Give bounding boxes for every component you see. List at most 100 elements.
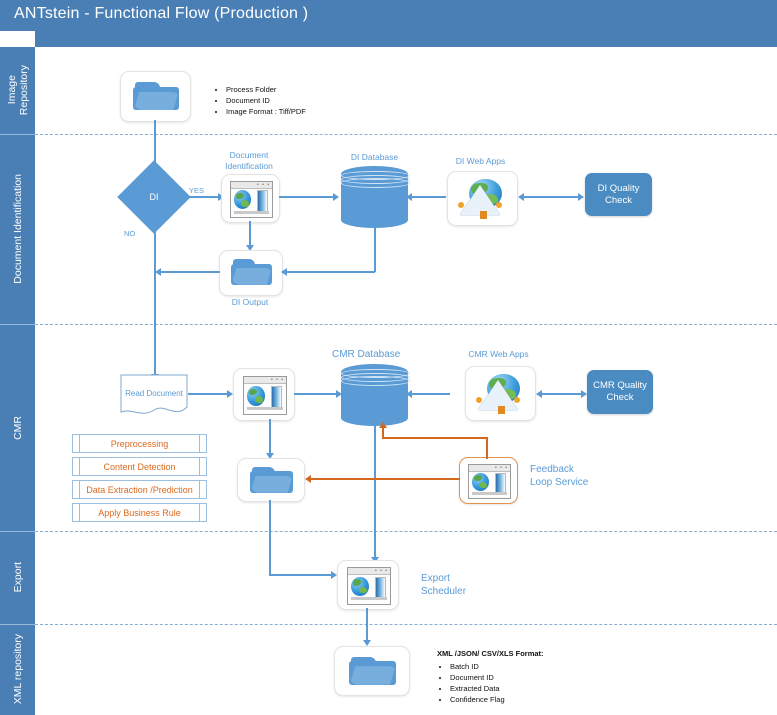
export-scheduler-caption: Export Scheduler <box>421 573 467 597</box>
connector-readdoc-to-cmr <box>188 393 230 395</box>
arrowhead <box>406 390 412 398</box>
lane-label-xml-repository: XML repository <box>11 634 24 705</box>
document-identification-node-caption: Document Identification <box>225 150 273 171</box>
lane-divider-1 <box>35 134 777 135</box>
di-quality-check-node[interactable]: DI Quality Check <box>585 173 652 216</box>
browser-window-icon: • • • <box>468 464 511 499</box>
read-document-node[interactable]: Read Document <box>120 374 188 418</box>
sidebar-item-export[interactable]: Export <box>0 531 35 624</box>
swimlane-label-column <box>0 47 35 715</box>
web-apps-globe-icon <box>474 371 527 416</box>
connector-db-down <box>374 228 376 272</box>
cmr-step-apply-business-rule[interactable]: Apply Business Rule <box>72 503 207 522</box>
cmr-quality-check-node[interactable]: CMR Quality Check <box>587 370 653 414</box>
connector-no-down <box>154 223 156 378</box>
connector-cmrwebapps-to-db <box>410 393 450 395</box>
sidebar-item-image-repository[interactable]: Image Repository <box>0 47 35 134</box>
connector-output-to-export <box>269 500 271 575</box>
connector-webapps-quality <box>521 196 581 198</box>
step-label: Content Detection <box>103 461 176 472</box>
folder-icon <box>348 654 397 688</box>
sidebar-item-document-identification[interactable]: Document Identification <box>0 134 35 324</box>
connector-di-to-db <box>279 196 336 198</box>
connector-export-to-xml <box>366 608 368 644</box>
arrowhead <box>227 390 233 398</box>
connector-yes <box>181 196 221 198</box>
web-apps-globe-icon <box>456 176 509 221</box>
no-label: NO <box>124 229 136 238</box>
arrowhead <box>305 475 311 483</box>
export-scheduler-node[interactable]: • • • <box>337 560 399 610</box>
sidebar-item-xml-repository[interactable]: XML repository <box>0 624 35 715</box>
di-output-node[interactable] <box>219 250 283 296</box>
di-database-node[interactable] <box>341 166 410 228</box>
xml-repository-folder-node[interactable] <box>334 646 410 696</box>
cmr-web-apps-node[interactable] <box>465 366 536 421</box>
connector-output-to-no <box>160 271 220 273</box>
connector-cmr-to-output <box>269 419 271 456</box>
yes-label: YES <box>189 186 205 195</box>
folder-icon <box>230 257 273 288</box>
connector-di-to-output <box>249 221 251 248</box>
bullet-item: Document ID <box>450 672 627 683</box>
browser-window-icon: • • • <box>347 567 391 605</box>
connector-db-to-output <box>285 271 375 273</box>
lane-label-cmr: CMR <box>11 415 24 440</box>
bullet-item: Confidence Flag <box>450 694 627 705</box>
arrowhead <box>331 571 337 579</box>
cmr-step-content-detection[interactable]: Content Detection <box>72 457 207 476</box>
folder-icon <box>132 79 180 114</box>
arrowhead <box>578 193 584 201</box>
connector-folder-to-di <box>154 120 156 175</box>
document-shape-icon <box>120 374 188 414</box>
arrowhead <box>363 640 371 646</box>
bullet-item: Batch ID <box>450 661 627 672</box>
process-folder-node[interactable] <box>120 71 191 122</box>
connector-webapps-to-db <box>410 196 446 198</box>
read-document-label: Read Document <box>125 388 183 398</box>
arrowhead <box>406 193 412 201</box>
di-decision-label: DI <box>149 192 159 202</box>
xml-repository-bullets: XML /JSON/ CSV/XLS Format: Batch ID Docu… <box>437 648 627 705</box>
di-output-caption: DI Output <box>231 297 269 307</box>
di-web-apps-node[interactable] <box>447 171 518 226</box>
connector-feedback-to-output <box>310 478 460 480</box>
arrowhead <box>379 422 387 428</box>
arrowhead <box>333 193 339 201</box>
connector-output-to-export-h <box>269 574 334 576</box>
step-label: Apply Business Rule <box>98 507 181 518</box>
document-identification-node[interactable]: • • • <box>221 174 280 223</box>
connector-cmrwebapps-quality <box>539 393 584 395</box>
cmr-database-caption: CMR Database <box>332 349 401 360</box>
lane-separator <box>0 531 35 532</box>
page-title: ANTstein - Functional Flow (Production ) <box>14 5 309 22</box>
arrowhead <box>518 193 524 201</box>
cmr-database-node[interactable] <box>341 364 410 426</box>
bullet-item: Process Folder <box>226 84 373 95</box>
browser-window-icon: • • • <box>243 376 287 415</box>
cmr-step-preprocessing[interactable]: Preprocessing <box>72 434 207 453</box>
di-web-apps-caption: DI Web Apps <box>455 156 506 166</box>
step-label: Data Extraction /Prediction <box>86 484 193 495</box>
cmr-node[interactable]: • • • <box>233 368 295 421</box>
cmr-output-folder-node[interactable] <box>237 458 305 502</box>
lane-divider-4 <box>35 624 777 625</box>
arrowhead <box>536 390 542 398</box>
sidebar-item-cmr[interactable]: CMR <box>0 324 35 531</box>
connector-cmrdb-down <box>374 426 376 583</box>
feedback-loop-service-node[interactable]: • • • <box>459 457 518 504</box>
connector-feedback-to-db <box>382 437 488 439</box>
arrowhead <box>281 268 287 276</box>
cmr-step-data-extraction[interactable]: Data Extraction /Prediction <box>72 480 207 499</box>
lane-label-document-identification: Document Identification <box>11 174 24 284</box>
lane-separator <box>0 324 35 325</box>
feedback-loop-service-caption: Feedback Loop Service <box>530 464 589 488</box>
step-label: Preprocessing <box>110 438 169 449</box>
lane-label-image-repository: Image Repository <box>5 65 30 116</box>
title-sub-bar <box>0 31 777 47</box>
bullet-item: Image Format : Tiff/PDF <box>226 106 373 117</box>
arrowhead <box>155 268 161 276</box>
browser-window-icon: • • • <box>230 181 273 218</box>
lane-divider-2 <box>35 324 777 325</box>
